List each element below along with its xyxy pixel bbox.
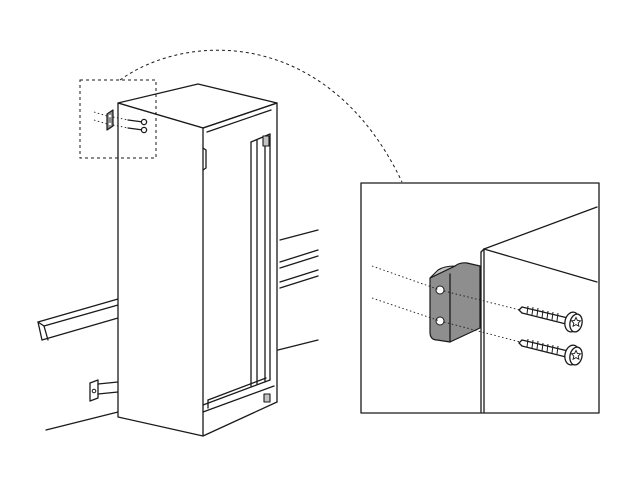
wood-screw [518, 338, 583, 366]
wood-screw [518, 305, 583, 333]
floor-bracket [89, 379, 119, 402]
detail-view [360, 182, 600, 414]
top-bracket [106, 109, 114, 131]
detail-bracket [429, 262, 481, 343]
torx-star-icon [570, 316, 582, 328]
torx-star-icon [570, 349, 582, 361]
detail-cabinet-corner [480, 206, 598, 413]
cabinet [117, 83, 278, 437]
callout-connector [119, 49, 403, 183]
callout-box [79, 79, 157, 159]
detail-guide-lines [371, 265, 521, 343]
wall-rail [37, 229, 319, 351]
floor-line [45, 411, 119, 431]
top-screws [93, 111, 148, 134]
